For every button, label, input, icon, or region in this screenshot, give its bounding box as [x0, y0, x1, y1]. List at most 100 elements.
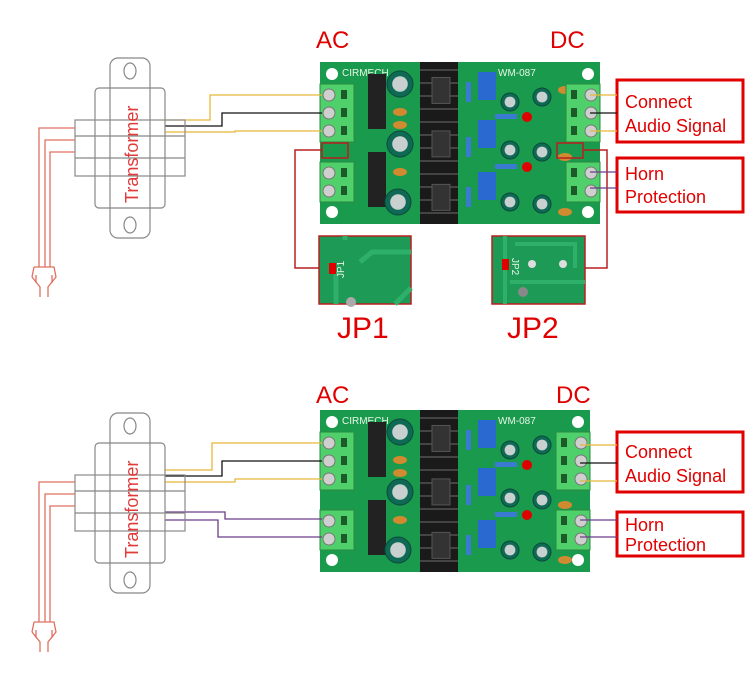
regulator	[431, 130, 451, 158]
jp2-inset: JP2	[491, 235, 586, 305]
led-indicator	[522, 510, 532, 520]
horn-box-line2: Protection	[625, 535, 706, 555]
audio-box-line2: Audio Signal	[625, 116, 726, 136]
horn-box-line2: Protection	[625, 187, 706, 207]
jp2-label: JP2	[507, 312, 559, 345]
screw-icon	[322, 454, 336, 468]
power-plug-icon	[31, 481, 75, 652]
screw-terminal	[319, 161, 355, 203]
transformer-label: Transformer	[122, 461, 142, 558]
screw-terminal	[319, 83, 355, 143]
horn-protection-box	[615, 510, 745, 558]
screw-icon	[322, 106, 336, 120]
screw-icon	[584, 184, 598, 198]
ac-wire	[165, 478, 322, 483]
trimmer-potentiometer	[478, 520, 496, 548]
ac2-wire	[165, 511, 322, 520]
screw-terminal	[555, 431, 591, 491]
screw-terminal	[565, 161, 601, 203]
dc-label: DC	[556, 382, 591, 409]
screw-terminal	[565, 83, 601, 143]
ceramic-capacitor	[393, 108, 407, 116]
screw-icon	[574, 532, 588, 546]
wires	[165, 442, 617, 538]
ac-wire	[165, 94, 322, 121]
trimmer-potentiometer	[478, 72, 496, 100]
mount-hole	[582, 206, 594, 218]
resistor	[495, 114, 517, 119]
bridge-rectifier	[368, 422, 386, 477]
mount-hole	[326, 416, 338, 428]
regulator	[431, 478, 451, 506]
trimmer-potentiometer	[478, 120, 496, 148]
screw-terminal	[319, 509, 355, 551]
resistor	[466, 430, 471, 450]
jp2-silkscreen: JP2	[509, 258, 520, 276]
ceramic-capacitor	[393, 168, 407, 176]
jp1-silkscreen: JP1	[336, 260, 347, 278]
ceramic-capacitor	[393, 456, 407, 464]
resistor	[495, 462, 517, 467]
mount-hole	[326, 554, 338, 566]
audio-signal-box	[615, 78, 745, 144]
ceramic-capacitor	[393, 516, 407, 524]
jp1-label: JP1	[337, 312, 389, 345]
screw-icon	[574, 514, 588, 528]
mount-hole	[572, 416, 584, 428]
gnd-wire	[165, 112, 322, 127]
ceramic-capacitor	[393, 121, 407, 129]
mount-hole	[326, 206, 338, 218]
screw-icon	[322, 88, 336, 102]
led-indicator	[522, 112, 532, 122]
audio-box-line1: Connect	[625, 92, 692, 112]
screw-icon	[322, 514, 336, 528]
mount-hole	[582, 68, 594, 80]
transformer-label: Transformer	[122, 106, 142, 203]
jp1-leader-line	[294, 149, 322, 269]
trimmer-potentiometer	[478, 172, 496, 200]
bridge-rectifier	[368, 74, 386, 129]
screw-icon	[322, 472, 336, 486]
bridge-rectifier	[368, 152, 386, 207]
jp1-inset: JP1	[318, 235, 413, 307]
audio-signal-box	[615, 430, 745, 494]
horn-box-line1: Horn	[625, 515, 664, 535]
led-indicator	[522, 162, 532, 172]
screw-icon	[322, 184, 336, 198]
regulator	[431, 76, 451, 104]
gnd-wire	[165, 460, 322, 477]
resistor	[466, 82, 471, 102]
screw-icon	[322, 532, 336, 546]
jp2-leader-line	[583, 149, 608, 269]
ac-label: AC	[316, 382, 349, 409]
ceramic-capacitor	[558, 556, 572, 564]
trimmer-potentiometer	[478, 420, 496, 448]
ac-wire	[165, 130, 322, 133]
mount-hole	[572, 554, 584, 566]
transformer-icon: Transformer	[74, 57, 186, 239]
ceramic-capacitor	[558, 153, 572, 161]
screw-icon	[574, 472, 588, 486]
horn-box-line1: Horn	[625, 164, 664, 184]
resistor	[495, 164, 517, 169]
power-plug-icon	[31, 127, 75, 297]
mount-hole	[326, 68, 338, 80]
regulator	[431, 424, 451, 452]
horn-protection-box	[615, 156, 745, 214]
regulator	[431, 183, 451, 211]
audio-box-line2: Audio Signal	[625, 466, 726, 486]
resistor	[466, 535, 471, 555]
screw-icon	[322, 124, 336, 138]
board-model: WM-087	[498, 68, 536, 79]
ac-wire	[165, 442, 322, 471]
ceramic-capacitor	[393, 469, 407, 477]
ac-label: AC	[316, 27, 349, 54]
resistor	[466, 485, 471, 505]
resistor	[466, 137, 471, 157]
ac2-wire	[165, 519, 322, 538]
screw-icon	[322, 166, 336, 180]
ceramic-capacitor	[558, 208, 572, 216]
